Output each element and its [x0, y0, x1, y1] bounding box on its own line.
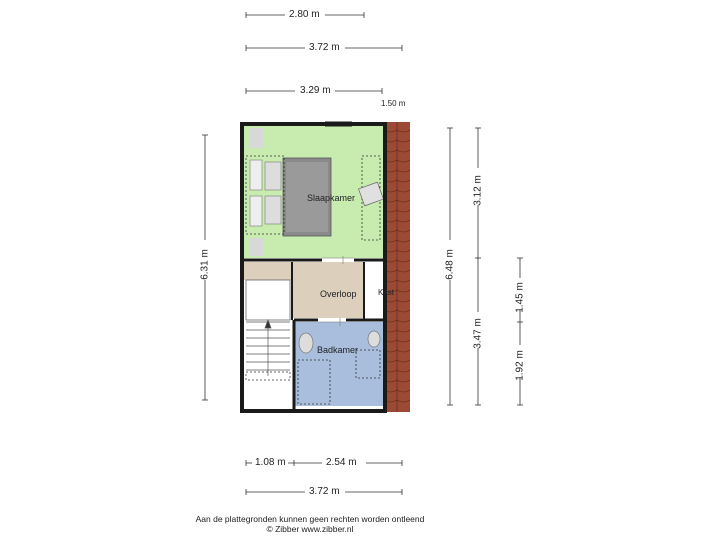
room-label-slaapkamer: Slaapkamer [307, 193, 356, 203]
closet-floor [364, 262, 384, 322]
desk-chair [358, 155, 384, 241]
bathroom-fixtures [297, 330, 381, 405]
dimension-bottom-stair: 1.08 m [255, 457, 286, 468]
dimension-top-width: 2.80 m [289, 9, 320, 20]
copyright-text: © Zibber www.zibber.nl [266, 524, 354, 534]
room-label-kast: Kast [378, 288, 395, 297]
staircase [245, 279, 291, 381]
room-label-badkamer: Badkamer [317, 345, 359, 355]
roof-tiles [383, 122, 411, 412]
dimension-lines [202, 12, 523, 495]
door-marks [318, 256, 354, 326]
dimension-roof-width: 1.50 m [381, 99, 406, 108]
dimension-bedroom-width: 3.29 m [300, 85, 331, 96]
dimension-total-width: 3.72 m [309, 42, 340, 53]
disclaimer-text: Aan de plattegronden kunnen geen rechten… [195, 514, 425, 524]
room-label-overloop: Overloop [320, 289, 357, 299]
bed [245, 128, 332, 256]
door-openings [318, 258, 354, 322]
dimension-bottom-bath: 2.54 m [326, 457, 357, 468]
dimension-bottom-total: 3.72 m [309, 486, 340, 497]
walls [240, 121, 387, 413]
